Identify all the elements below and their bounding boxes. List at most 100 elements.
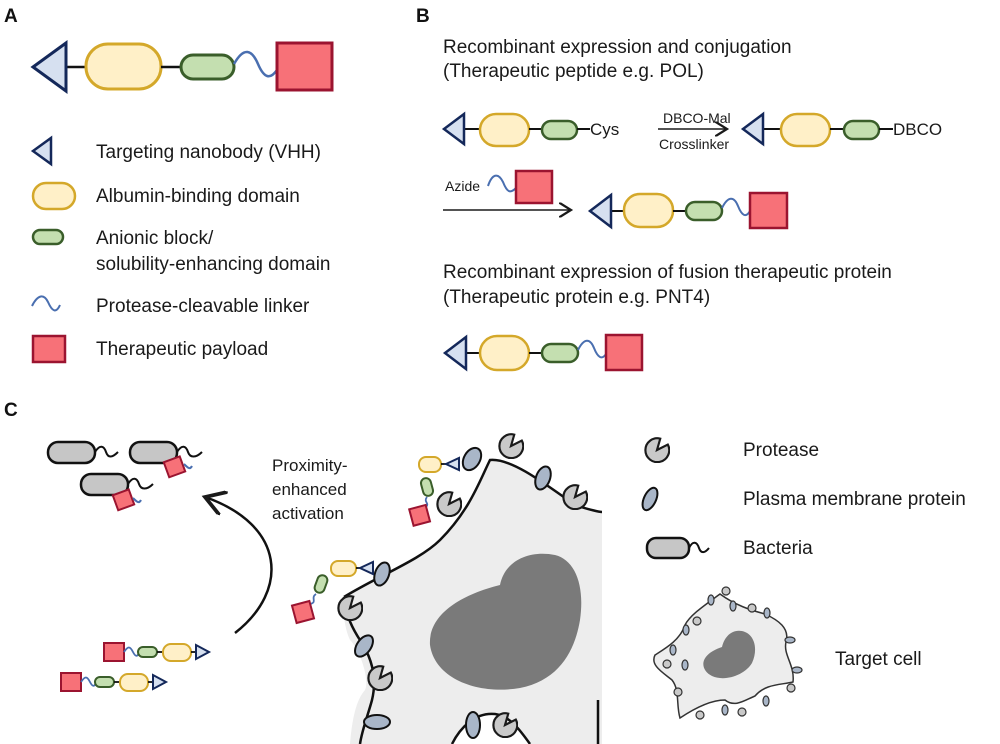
arrow-label-top: DBCO-Mal [663,110,731,126]
azide-label: Azide [445,178,480,194]
activation-label-line3: activation [272,504,344,523]
nucleus [429,553,582,690]
bacteria-icon [645,536,691,560]
anionic-block-icon [179,53,236,81]
activation-arrow [205,497,273,634]
legend-item-bacteria: Bacteria [645,536,813,560]
panel-a-label: A [4,6,18,27]
anionic-block-icon [540,119,579,141]
membrane-protein [363,714,391,730]
section1-title: Recombinant expression and conjugation [443,37,792,58]
bacterium [79,472,154,512]
legend-label: Therapeutic payload [96,339,268,360]
linker-wave-icon [132,497,142,504]
payload-square-icon [111,488,136,512]
construct-fusion [442,333,644,372]
nanobody-triangle-icon [441,111,466,147]
payload-square-icon [604,333,644,372]
anionic-block-icon [684,200,724,222]
protease [498,433,524,459]
target-cell-large [342,458,603,744]
anionic-block-icon [540,342,580,364]
albumin-domain-icon [478,334,531,372]
albumin-domain-icon [84,42,163,91]
membrane-protein-icon [641,486,659,512]
payload-square-icon [162,455,187,479]
construct-dbco: DBCO [740,111,942,148]
protease [562,484,588,510]
dbco-label: DBCO [893,120,942,139]
legend-item-payload: Therapeutic payload [31,334,268,364]
payload-square-icon [514,169,554,205]
membrane-protein [373,561,391,587]
membrane-protein [461,446,483,472]
membrane-protein [354,634,374,658]
construct-conjugate [587,191,789,230]
free-construct [60,672,169,692]
bacterium [128,440,203,479]
linker-wave-icon [577,339,607,359]
legend-label: Plasma membrane protein [743,489,966,510]
nanobody-triangle-icon [587,192,613,230]
panel-c-label: C [4,400,18,421]
legend-item-nanobody: Targeting nanobody (VHH) [30,135,321,167]
section2-title: Recombinant expression of fusion therape… [443,262,892,283]
legend-label: Albumin-binding domain [96,186,300,207]
cell-surface-proteins [337,433,588,739]
legend-label-line2: solubility-enhancing domain [96,254,330,275]
bound-construct [290,560,374,625]
nanobody-triangle-icon [30,135,53,167]
target-cell-icon [653,586,803,720]
albumin-domain-icon [779,112,832,148]
linker-wave-icon [721,197,751,217]
albumin-domain-icon [478,112,531,148]
legend-item-albumin: Albumin-binding domain [31,181,300,211]
payload-square-icon [748,191,789,230]
linker-wave-icon [183,463,193,470]
legend-label: Anionic block/ [96,228,214,249]
linker-wave-icon [487,174,517,193]
bacteria-group [46,440,203,512]
reaction-arrow-2: Azide [443,169,571,210]
payload-square-icon [31,334,67,364]
bacterium [46,440,119,465]
construct-a-full [30,40,334,94]
legend-item-membrane-protein: Plasma membrane protein [641,486,966,512]
payload-square-icon [275,41,334,92]
legend-item-linker: Protease-cleavable linker [31,295,310,317]
membrane-protein [465,711,481,739]
section2-subtitle: (Therapeutic protein e.g. PNT4) [443,287,710,308]
legend-item-anionic: Anionic block/ solubility-enhancing doma… [31,228,330,275]
section1-subtitle: (Therapeutic peptide e.g. POL) [443,61,704,82]
legend-label: Bacteria [743,538,813,559]
legend-item-protease: Protease [644,437,819,463]
arrow-label-bottom: Crosslinker [659,136,729,152]
legend-label: Protease [743,440,819,461]
protease [436,491,462,517]
protease-icon [644,437,670,463]
albumin-domain-icon [622,192,675,229]
legend-item-target-cell: Target cell [653,586,922,720]
nanobody-triangle-icon [30,40,68,94]
activation-label-line2: enhanced [272,480,347,499]
legend-label: Protease-cleavable linker [96,296,310,317]
legend-label: Target cell [835,649,922,670]
nanobody-triangle-icon [442,334,468,372]
construct-cys: Cys [441,111,619,148]
nanobody-triangle-icon [740,111,765,147]
legend-c: Protease Plasma membrane protein Bacteri… [641,437,966,720]
linker-wave-icon [232,50,279,78]
linker-wave-icon [31,295,61,312]
bound-construct [407,456,460,527]
anionic-block-icon [31,228,65,246]
activation-label-line1: Proximity- [272,456,348,475]
free-construct [103,642,212,662]
legend-label: Targeting nanobody (VHH) [96,142,321,163]
legend-a: Targeting nanobody (VHH) Albumin-binding… [30,135,330,364]
panel-b-label: B [416,6,430,27]
membrane-protein [534,465,552,491]
reaction-arrow-1: DBCO-Mal Crosslinker [658,110,731,152]
albumin-domain-icon [31,181,77,211]
cys-label: Cys [590,120,619,139]
